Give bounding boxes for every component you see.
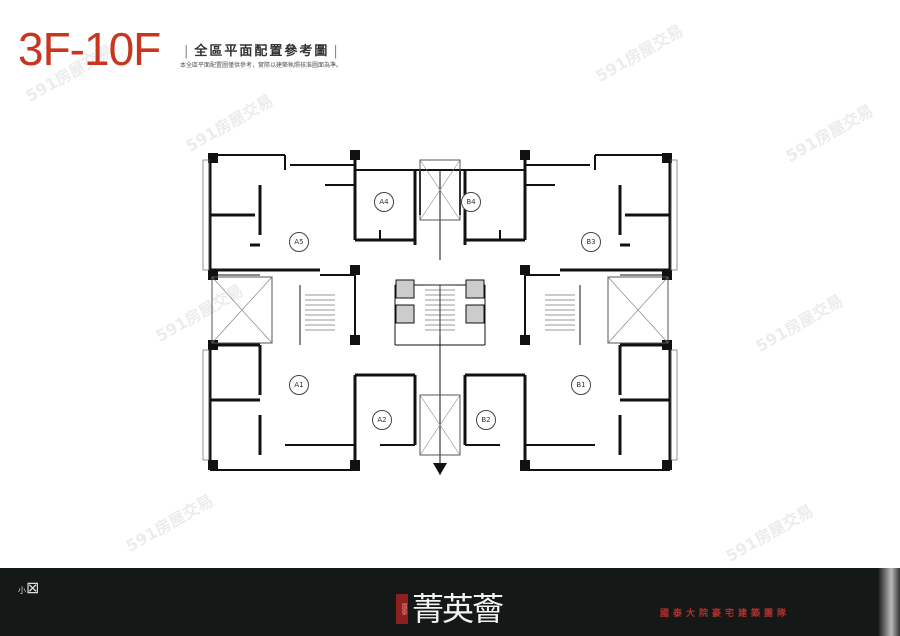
- watermark: 591房屋交易: [782, 100, 877, 166]
- column: [520, 265, 530, 275]
- floor-plan-drawing: [202, 150, 678, 475]
- entrance-arrow: [433, 463, 447, 475]
- column: [208, 270, 218, 280]
- watermark: 591房屋交易: [752, 290, 847, 356]
- floor-range-title: 3F-10F: [18, 23, 161, 75]
- unit-label-a2: A2: [372, 410, 392, 430]
- central-void: [419, 159, 461, 221]
- disclaimer-note: 本全區平面配置圖僅供參考，實際以建築執照核准圖面為準。: [180, 62, 343, 69]
- tagline: 國泰大院豪宅建築團隊: [660, 609, 791, 619]
- floor-plan: A5 A4 A1 A2 B4 B3 B1 B2: [200, 145, 680, 475]
- column: [662, 153, 672, 163]
- unit-label-a1: A1: [289, 375, 309, 395]
- plan-title: 全區平面配置參考圖: [194, 44, 330, 59]
- column: [520, 335, 530, 345]
- column: [520, 460, 530, 470]
- unit-label-a5: A5: [289, 232, 309, 252]
- elevator: [395, 304, 415, 324]
- unit-label-b2: B2: [476, 410, 496, 430]
- decorative-figure: [878, 568, 900, 636]
- column: [350, 460, 360, 470]
- brand-seal: 國泰: [396, 594, 408, 624]
- column: [662, 270, 672, 280]
- column: [208, 340, 218, 350]
- column: [662, 340, 672, 350]
- light-well: [211, 276, 273, 344]
- watermark: 591房屋交易: [722, 500, 817, 566]
- column: [520, 150, 530, 160]
- elevator: [465, 304, 485, 324]
- column: [350, 335, 360, 345]
- unit-label-b4: B4: [461, 192, 481, 212]
- column: [350, 150, 360, 160]
- column: [350, 265, 360, 275]
- watermark: 591房屋交易: [122, 490, 217, 556]
- elevator: [465, 279, 485, 299]
- plan-subtitle: |全區平面配置參考圖|: [184, 44, 340, 59]
- column: [208, 153, 218, 163]
- column: [662, 460, 672, 470]
- watermark: 591房屋交易: [592, 20, 687, 86]
- footer-banner: 小⊠ 國泰 菁英薈 國泰大院豪宅建築團隊: [0, 568, 900, 636]
- elevator: [395, 279, 415, 299]
- light-well: [607, 276, 669, 344]
- column: [208, 460, 218, 470]
- compass-icon: 小⊠: [18, 578, 40, 597]
- unit-label-b1: B1: [571, 375, 591, 395]
- unit-label-b3: B3: [581, 232, 601, 252]
- unit-label-a4: A4: [374, 192, 394, 212]
- brand-logo: 菁英薈: [412, 590, 504, 628]
